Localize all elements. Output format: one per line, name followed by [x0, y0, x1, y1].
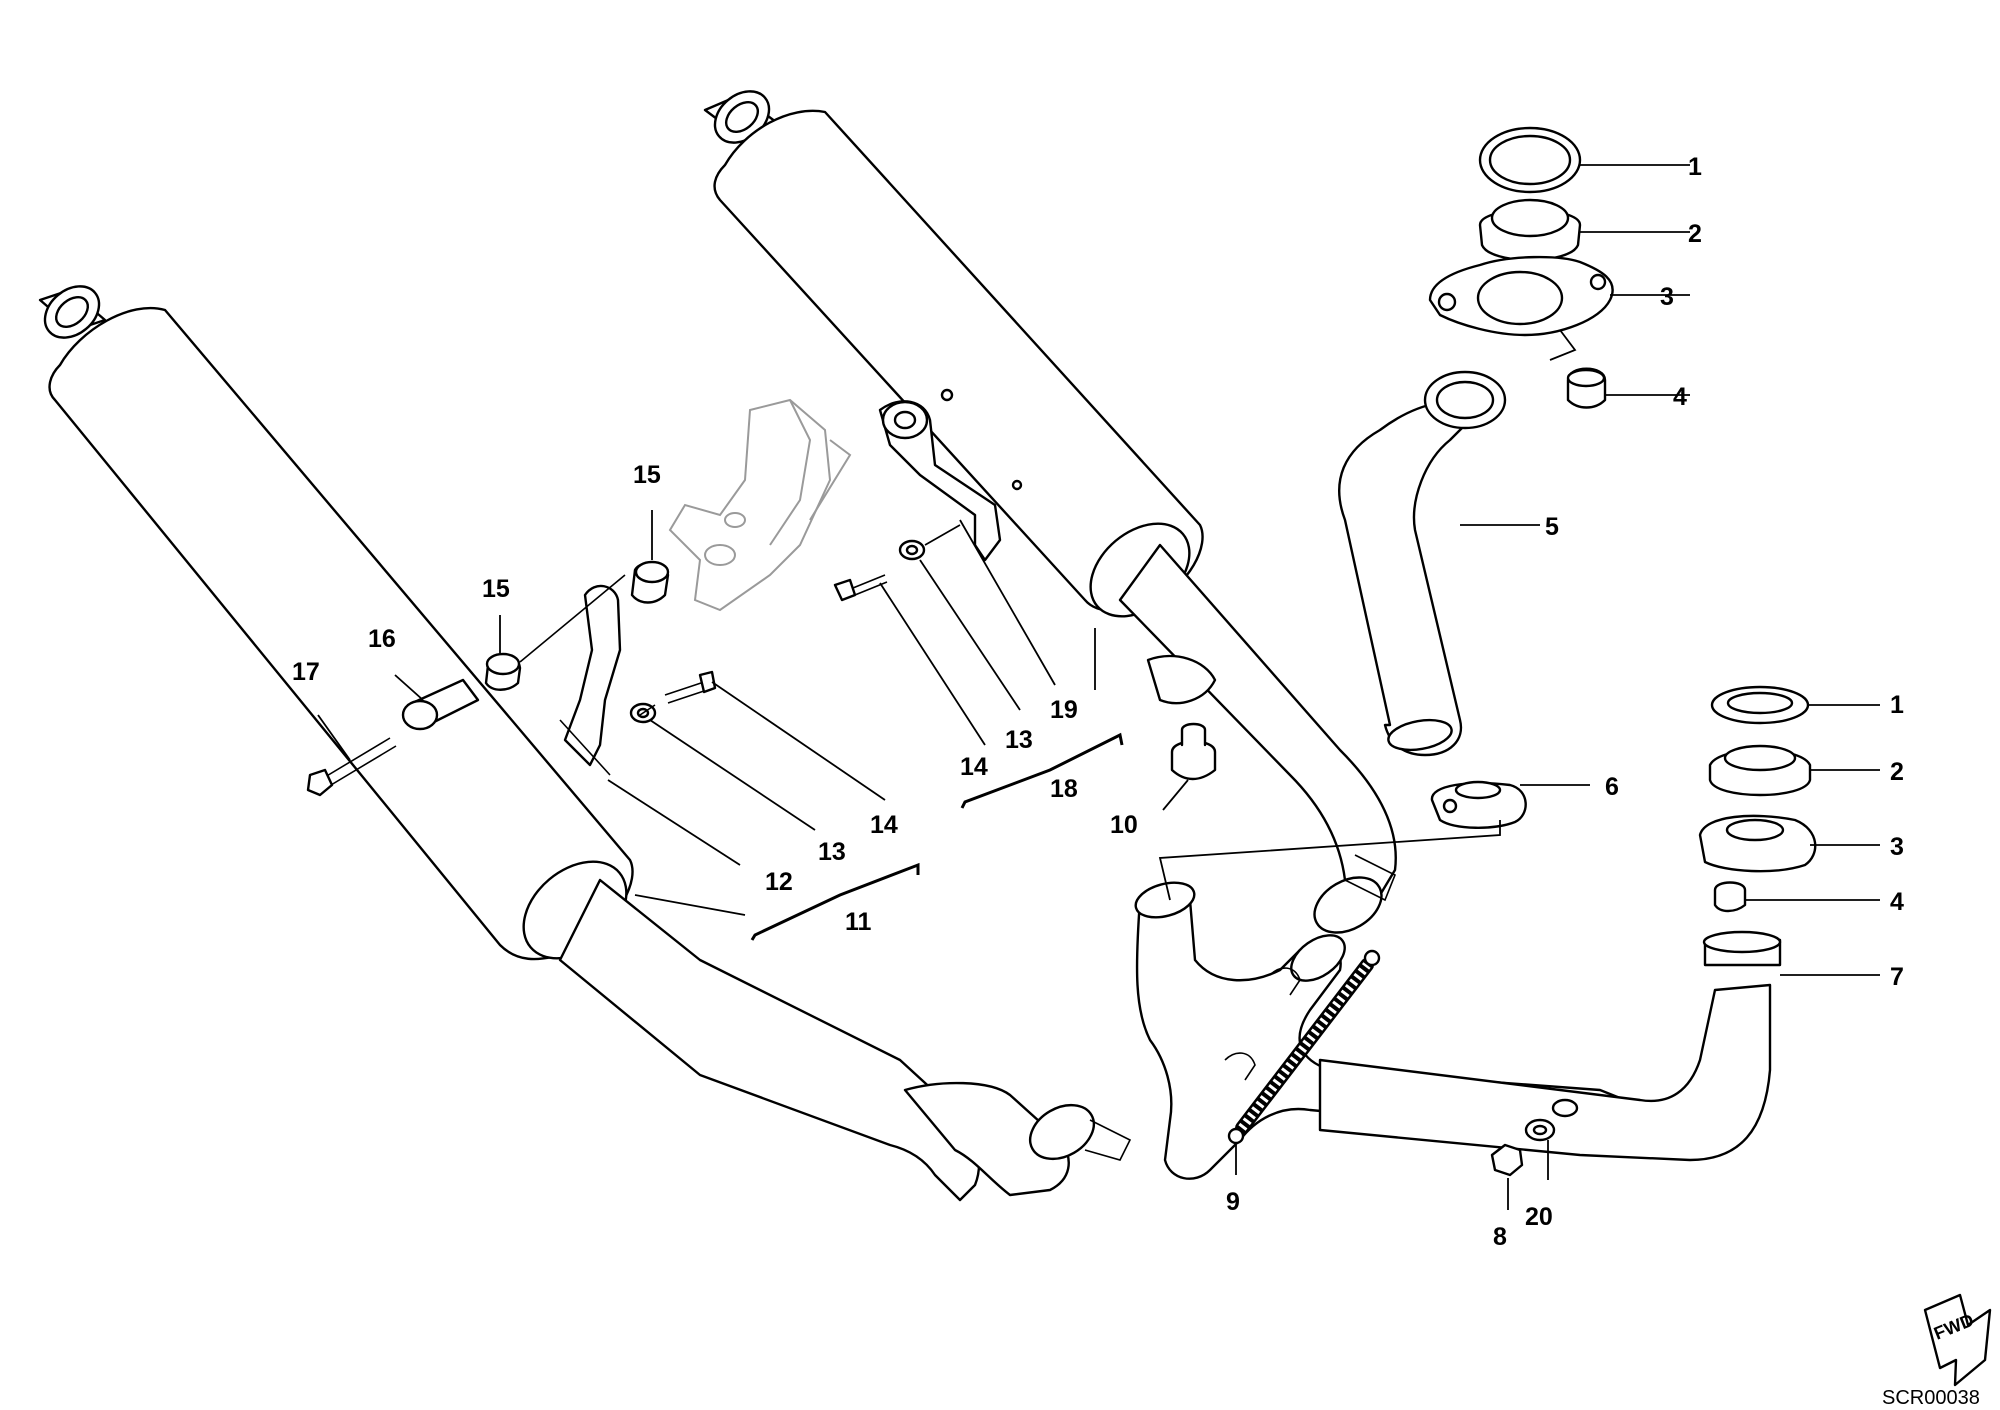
plug-10: [1170, 722, 1217, 781]
callout-16: 16: [368, 625, 396, 653]
callout-15-lower: 15: [482, 575, 510, 603]
callout-2-upper: 2: [1688, 220, 1702, 248]
drawing-code: SCR00038: [1882, 1387, 1980, 1409]
left-header-pipe: [903, 1081, 1132, 1197]
callout-4-lower: 4: [1890, 888, 1904, 916]
callout-13-left: 13: [818, 838, 846, 866]
callout-15-upper: 15: [633, 461, 661, 489]
callout-18: 18: [1050, 775, 1078, 803]
upper-flange-stack: [1428, 126, 1614, 409]
callout-labels: 1 2 3 4 5 6 1 2 3 4 7 8 20 9 10 19 13 14…: [292, 153, 1904, 1251]
front-header-pipe-7: [1318, 930, 1782, 1162]
callout-5: 5: [1545, 513, 1559, 541]
right-mount-assembly: [833, 388, 1023, 602]
callout-1-lower: 1: [1890, 691, 1904, 719]
callout-2-lower: 2: [1890, 758, 1904, 786]
bolt-8-washer-20: [1490, 1098, 1579, 1177]
lower-flange-stack: [1698, 685, 1817, 913]
callout-4-upper: 4: [1673, 383, 1687, 411]
clamp-6: [1430, 780, 1527, 829]
callout-11: 11: [845, 908, 872, 936]
spring-9: [1227, 949, 1381, 1145]
callout-8: 8: [1493, 1223, 1507, 1251]
callout-14-right: 14: [960, 753, 988, 781]
callout-3-upper: 3: [1660, 283, 1674, 311]
exhaust-pipe-5: [1338, 370, 1507, 757]
left-muffler: [38, 285, 981, 1202]
callout-13-right: 13: [1005, 726, 1033, 754]
callout-12: 12: [765, 868, 793, 896]
frame-bracket-outline: [668, 398, 852, 612]
left-mount-assembly: [306, 560, 717, 797]
callout-1-upper: 1: [1688, 153, 1702, 181]
right-pipe-end: [1313, 854, 1397, 934]
callout-9: 9: [1226, 1188, 1240, 1216]
callout-6: 6: [1605, 773, 1619, 801]
callout-19: 19: [1050, 696, 1078, 724]
group-bracket-18: [960, 732, 1124, 809]
callout-17: 17: [292, 658, 320, 686]
right-muffler: [703, 90, 1397, 897]
callout-20: 20: [1525, 1203, 1553, 1231]
forward-direction-arrow: FWD: [1923, 1293, 1992, 1387]
callout-10: 10: [1110, 811, 1138, 839]
callout-3-lower: 3: [1890, 833, 1904, 861]
callout-14-left: 14: [870, 811, 898, 839]
leader-lines: [317, 164, 1880, 1210]
callout-7: 7: [1890, 963, 1904, 991]
group-bracket-11: [750, 862, 920, 941]
